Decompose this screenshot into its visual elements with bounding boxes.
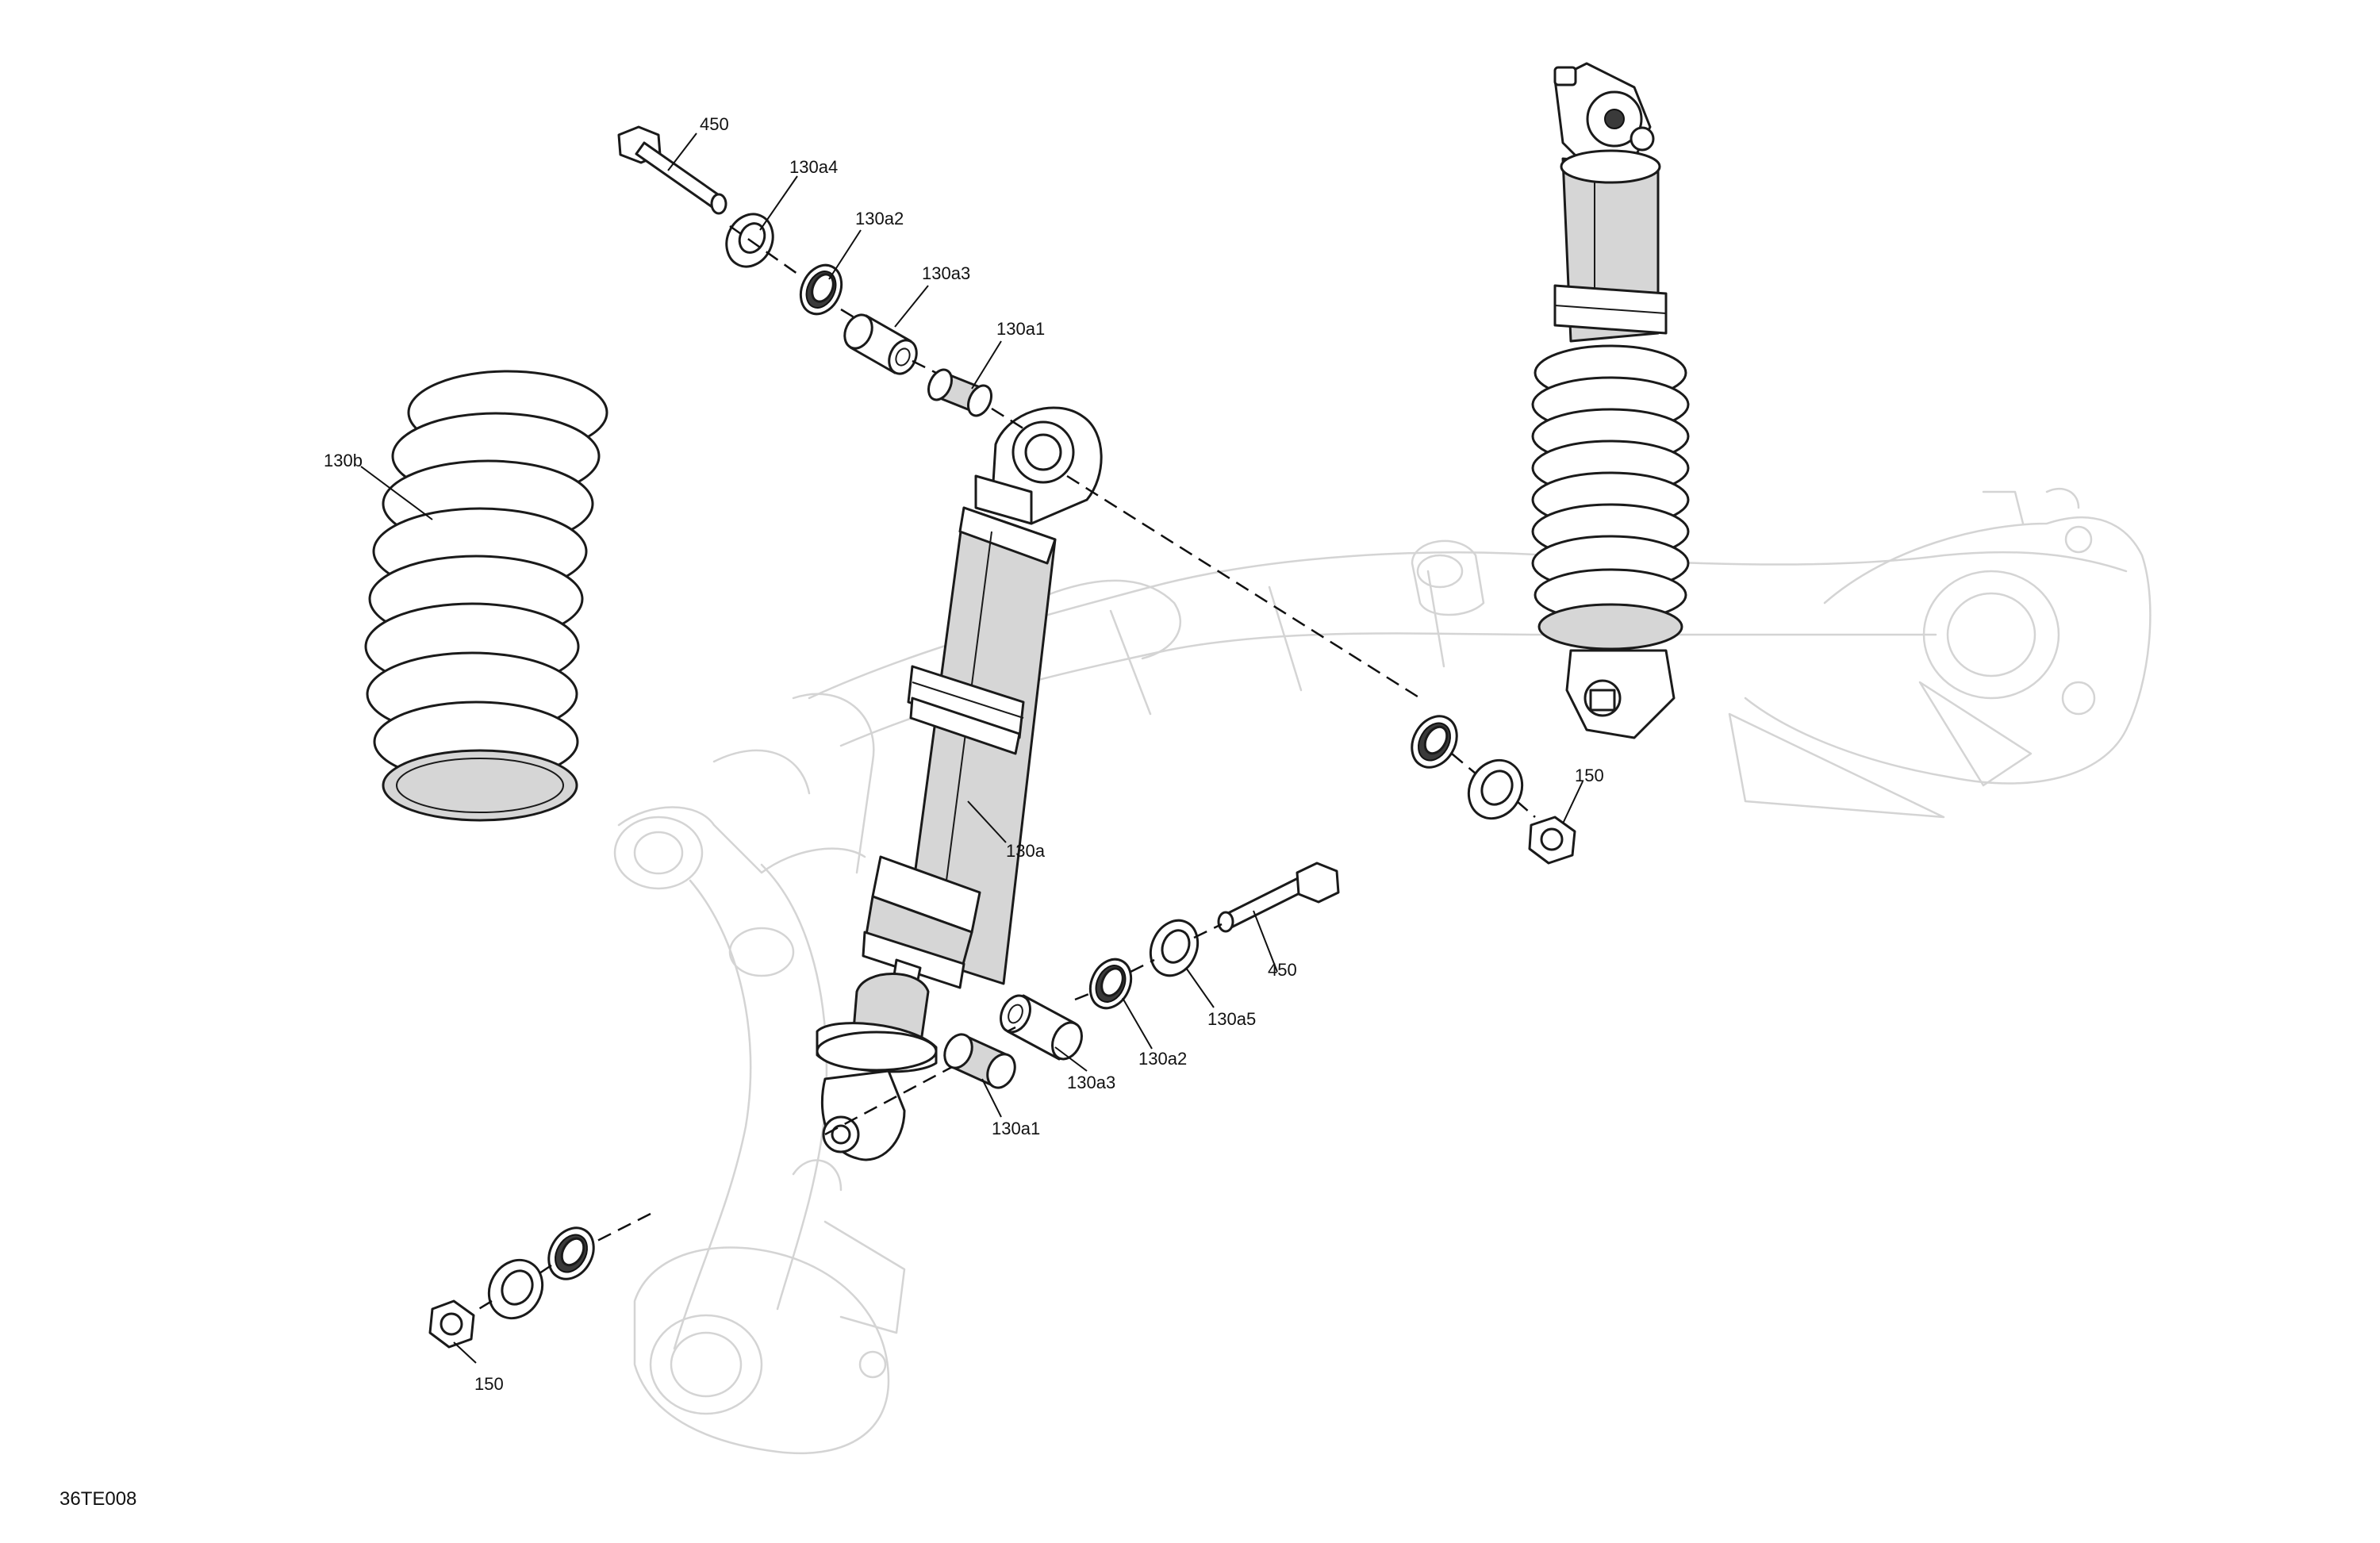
right-washer bbox=[1467, 758, 1524, 820]
upper-sleeve bbox=[843, 313, 918, 375]
callout-seal-lower: 130a2 bbox=[1138, 1049, 1187, 1069]
ghost-chassis bbox=[613, 487, 2152, 1455]
installed-shock-assembly bbox=[1531, 62, 1690, 739]
callout-seal-upper: 130a2 bbox=[855, 209, 904, 228]
installed-spring bbox=[1531, 344, 1690, 651]
right-hardware bbox=[1411, 715, 1576, 865]
lower-bolt bbox=[1217, 862, 1340, 933]
callout-spacer-upper: 130a4 bbox=[789, 157, 838, 177]
upper-seal bbox=[799, 263, 843, 316]
lower-bushing bbox=[943, 1033, 1016, 1089]
upper-bolt bbox=[617, 125, 727, 215]
lower-spacer bbox=[1149, 919, 1200, 977]
callout-sleeve-lower: 130a3 bbox=[1067, 1073, 1115, 1092]
upper-bushing bbox=[927, 368, 993, 417]
right-seal bbox=[1411, 715, 1458, 769]
lower-left-hardware bbox=[428, 1212, 651, 1349]
callout-nut-right: 150 bbox=[1575, 766, 1604, 785]
callout-spacer-lower: 130a5 bbox=[1207, 1009, 1256, 1029]
lower-seal bbox=[1088, 958, 1133, 1010]
lower-hardware bbox=[824, 862, 1340, 1136]
callout-bolt-upper: 450 bbox=[700, 114, 729, 134]
coil-spring bbox=[364, 370, 608, 822]
callout-shock: 130a bbox=[1006, 841, 1046, 861]
callout-bolt-lower: 450 bbox=[1268, 960, 1297, 980]
shock-absorber bbox=[816, 406, 1103, 1161]
left-nut bbox=[428, 1299, 475, 1349]
left-washer bbox=[487, 1258, 544, 1320]
callout-sleeve-upper: 130a3 bbox=[922, 263, 970, 283]
left-seal bbox=[547, 1226, 595, 1280]
callout-spring: 130b bbox=[324, 451, 363, 470]
callout-bushing-lower: 130a1 bbox=[992, 1119, 1040, 1138]
callout-labels: 450 130a4 130a2 130a3 130a1 130b 130a 15… bbox=[324, 114, 1604, 1394]
lower-sleeve bbox=[1000, 994, 1083, 1061]
figure-code: 36TE008 bbox=[60, 1488, 136, 1510]
leader-lines bbox=[360, 132, 1583, 1364]
callout-bushing-upper: 130a1 bbox=[996, 319, 1045, 339]
right-nut bbox=[1528, 816, 1576, 865]
upper-hardware bbox=[617, 125, 1421, 700]
callout-nut-left: 150 bbox=[474, 1374, 504, 1394]
